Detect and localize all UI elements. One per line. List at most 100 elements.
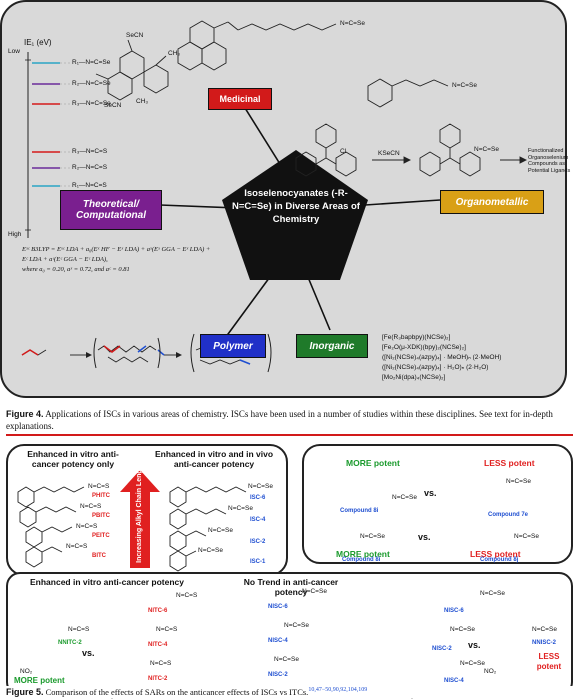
area-medicinal-label: Medicinal	[219, 94, 261, 104]
equation-line-1: Eˣᶜ B3LYP = Eˣᶜ LDA + a₀(Eˣ HF − Eˣ LDA)…	[22, 246, 211, 253]
inorganic-formula-5: [Mo₂Ni(dpa)₄(NCSe)₂]	[382, 374, 446, 381]
right-more-potent: MORE potent	[346, 458, 400, 468]
tag-isc-1: ISC-1	[250, 559, 266, 565]
right-vs-1: vs.	[424, 488, 437, 498]
figure-5-caption: Figure 5. Comparison of the effects of S…	[6, 686, 573, 699]
left-itc-group-4: N=C=S	[66, 543, 88, 550]
tag-nisc-4: NISC-4	[268, 638, 288, 644]
area-polymer-label: Polymer	[213, 340, 253, 352]
ie-axis-low: Low	[8, 48, 20, 55]
tag-right-nisc-2: NISC-2	[432, 646, 452, 652]
tag-compound-8j: Compound 8j	[480, 557, 519, 563]
tag-bitc: BITC	[92, 553, 106, 559]
phenylbutyl-structure	[367, 78, 449, 108]
fig5-left-title-b: Enhanced in vitro and in vivo anti-cance…	[154, 449, 274, 470]
area-organometallic-label: Organometallic	[455, 196, 529, 208]
fig5-right-panel	[302, 444, 573, 564]
equation-line-3: where a₀ = 0.20, aˣ = 0.72, and aᶜ = 0.8…	[22, 266, 130, 273]
left-arrow-label-wrap: Increasing Alkyl Chain Length	[128, 462, 152, 566]
inorganic-formula-4: ([Ni₂(NCSe)₄(azpy)₄] · H₂O)ₙ (2·H₂O)	[382, 364, 489, 371]
inorganic-formula-1: [Fe(R₃bapbpy)(NCSe)₂]	[382, 334, 451, 341]
bottom-arrow1-label: Increasing Alkyl Chain Length	[208, 589, 216, 690]
right-less-potent: LESS potent	[484, 458, 535, 468]
naphthalimide-structure-top	[177, 20, 337, 71]
label-secn-top: SeCN	[126, 32, 144, 39]
figure-5-caption-label: Figure 5.	[6, 687, 44, 697]
area-inorganic: Inorganic	[296, 334, 368, 358]
bottom-less-potent: LESS potent	[536, 652, 562, 671]
tag-compound-8i-top: Compound 8i	[340, 508, 379, 514]
nisc-4-group: N=C=Se	[284, 622, 309, 629]
ie-item-3: R₃—N=C=Se	[72, 100, 111, 107]
ie-item-5: R₂—N=C=S	[72, 164, 108, 171]
nisc-6-group: N=C=Se	[302, 588, 327, 595]
right-nisc-4-group: N=C=Se	[460, 660, 485, 667]
bottom-arrow2-wrap: Increasing Anti-Cancer Potency	[354, 585, 374, 691]
tag-phitc: PHITC	[92, 493, 110, 499]
ie-item-6: R₁—N=C=S	[72, 182, 107, 189]
figure-4-caption: Figure 4. Applications of ISCs in variou…	[6, 408, 573, 432]
tag-right-nisc-6: NISC-6	[444, 608, 464, 614]
bottom-more-potent: MORE potent	[14, 676, 65, 685]
right-nnisc-2-group: N=C=Se	[532, 626, 557, 633]
nitc-6-group: N=C=S	[176, 592, 198, 599]
equation-line-2: Eᶜ LDA + aᶜ(Eᶜ GGA − Eᶜ LDA),	[22, 256, 108, 263]
label-ncse-phenyl: N=C=Se	[452, 82, 477, 89]
area-theoretical-label: Theoretical/ Computational	[76, 199, 146, 221]
ie-axis-title: IE₁ (eV)	[24, 38, 52, 47]
tag-nnisc-2: NNISC-2	[532, 640, 557, 646]
nitc-2-group: N=C=S	[150, 660, 172, 667]
right-group-3: N=C=Se	[360, 533, 385, 540]
bottom-vs-1: vs.	[82, 648, 95, 658]
left-panel-red-arrow	[120, 470, 160, 568]
figure-4-caption-label: Figure 4.	[6, 409, 44, 419]
bottom-left-group: N=C=S	[68, 626, 90, 633]
label-ch3-bottom: CH₃	[136, 98, 149, 105]
ie-axis-high: High	[8, 231, 22, 238]
tag-isc-4: ISC-4	[250, 517, 266, 523]
tag-nitc-2: NITC-2	[148, 676, 168, 682]
left-isc-group-3: N=C=Se	[208, 527, 233, 534]
fig5-left-title-a: Enhanced in vitro anti-cancer potency on…	[27, 449, 119, 470]
area-inorganic-label: Inorganic	[309, 340, 355, 352]
tag-compound-8i-bottom: Compound 8i	[342, 557, 381, 563]
inorganic-formula-3: ([Ni₂(NCSe)₄(azpy)₄] · MeOH)ₙ (2·MeOH)	[382, 354, 502, 361]
left-itc-group-2: N=C=S	[80, 503, 102, 510]
organometallic-reagent: KSeCN	[378, 150, 400, 157]
nisc-2-group: N=C=Se	[274, 656, 299, 663]
terpene-structure	[95, 39, 169, 101]
inorganic-formula-2: [Fe₂O(μ-XDK)(bpy)₂(NCSe)₂]	[382, 344, 466, 351]
left-arrow-label: Increasing Alkyl Chain Length	[136, 462, 144, 563]
bottom-arrow2-label: Increasing Anti-Cancer Potency	[360, 585, 368, 691]
label-cl: Cl	[340, 148, 347, 155]
tag-peitc: PEITC	[92, 533, 110, 539]
right-group-1: N=C=Se	[392, 494, 417, 501]
ie-item-2: R₂—N=C=Se	[72, 80, 111, 87]
left-isc-group-2: N=C=Se	[228, 505, 253, 512]
area-polymer: Polymer	[200, 334, 266, 358]
right-nisc-6-group: N=C=Se	[480, 590, 505, 597]
right-nisc-2-group: N=C=Se	[450, 626, 475, 633]
tag-isc-2: ISC-2	[250, 539, 266, 545]
area-medicinal: Medicinal	[208, 88, 272, 110]
organometallic-product: Functionalized Organoselenium Compounds …	[528, 148, 571, 174]
tag-pbitc: PBITC	[92, 513, 110, 519]
trityl-structure	[295, 123, 481, 177]
right-no2: NO₂	[484, 668, 497, 675]
nitc-4-group: N=C=S	[156, 626, 178, 633]
left-isc-group-4: N=C=Se	[198, 547, 223, 554]
tag-nitc-6: NITC-6	[148, 608, 168, 614]
right-group-4: N=C=Se	[514, 533, 539, 540]
center-pentagon	[222, 150, 368, 280]
tag-nitc-4: NITC-4	[148, 642, 168, 648]
tag-nisc-6: NISC-6	[268, 604, 288, 610]
right-more-potent-2: MORE potent	[336, 549, 390, 559]
left-itc-group-1: N=C=S	[88, 483, 110, 490]
label-ncse-top: N=C=Se	[340, 20, 365, 27]
bottom-title-b: No Trend in anti-cancer potency	[243, 577, 339, 598]
label-ncse-trityl: N=C=Se	[474, 146, 499, 153]
bottom-left-no2: NO₂	[20, 668, 33, 675]
tag-isc-6: ISC-6	[250, 495, 266, 501]
tag-nnitc-2: NNITC-2	[58, 640, 82, 646]
